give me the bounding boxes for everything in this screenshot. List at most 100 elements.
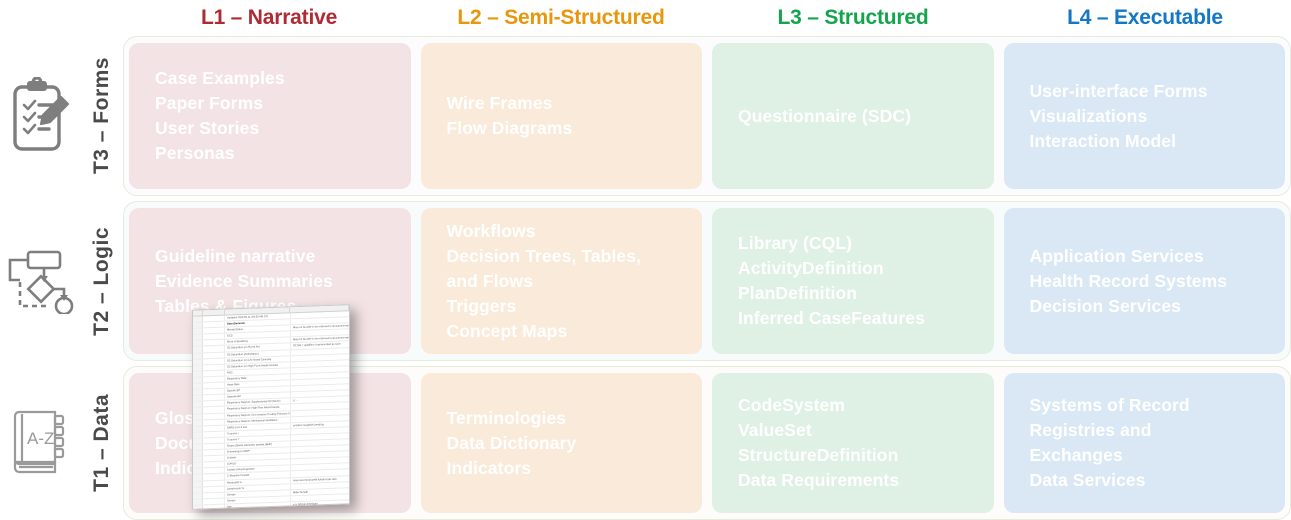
cell-item: Library (CQL) [738, 233, 853, 253]
cell-t1-l2[interactable]: Terminologies Data Dictionary Indicators [420, 373, 702, 513]
spreadsheet-row-number [193, 450, 203, 456]
cell-t3-l4[interactable]: User-interface Forms Visualizations Inte… [1003, 43, 1285, 189]
cell-item: Guideline narrative [155, 245, 316, 266]
spreadsheet-row-number [193, 444, 203, 450]
row-label-t3: T3 – Forms [80, 36, 123, 196]
row-label-t1-text: T1 – Data [89, 394, 113, 492]
spreadsheet-cell [203, 352, 225, 359]
spreadsheet-cell [203, 388, 225, 395]
spreadsheet-row-number [193, 377, 203, 383]
cell-t2-l2[interactable]: Workflows Decision Trees, Tables, and Fl… [420, 208, 702, 354]
cell-item: Visualizations [1029, 105, 1148, 126]
cell-t3-l3[interactable]: Questionnaire (SDC) [712, 43, 994, 189]
cell-item: PlanDefinition [738, 283, 858, 303]
row-label-t2: T2 – Logic [80, 201, 123, 361]
cell-item: Questionnaire (SDC) [738, 105, 912, 126]
spreadsheet-cell [203, 376, 225, 383]
spreadsheet-cell [203, 461, 225, 468]
cell-item: ActivityDefinition [738, 258, 884, 278]
spreadsheet-row-number [193, 505, 203, 510]
spreadsheet-cell [203, 474, 225, 480]
flowchart-icon [0, 201, 80, 361]
spreadsheet-row-number [193, 486, 203, 493]
matrix-row-t1: A-Z T1 – Data Glossary Documents Indicat… [0, 366, 1291, 520]
cell-t1-l4[interactable]: Systems of Record Registries and Exchang… [1003, 373, 1285, 513]
spreadsheet-cell [203, 455, 225, 462]
spreadsheet-row-number [193, 316, 203, 322]
cell-t3-l2[interactable]: Wire Frames Flow Diagrams [420, 43, 702, 189]
cell-item: and Flows [446, 270, 533, 291]
spreadsheet-cell [203, 425, 225, 432]
spreadsheet-cell [203, 400, 225, 407]
row-track-t3: Case Examples Paper Forms User Stories P… [123, 36, 1291, 196]
spreadsheet-row-number [193, 438, 203, 444]
cell-t2-l4[interactable]: Application Services Health Record Syste… [1003, 208, 1285, 354]
spreadsheet-row-number [193, 499, 203, 505]
cell-t3-l1[interactable]: Case Examples Paper Forms User Stories P… [129, 43, 411, 189]
spreadsheet-row-number [193, 395, 203, 402]
az-book-icon: A-Z [0, 366, 80, 520]
cell-item: Evidence Summaries [155, 270, 333, 291]
cell-item: CodeSystem [738, 395, 846, 415]
spreadsheet-cell [203, 449, 225, 456]
spreadsheet-rows: Updated 2020-05-11 (03:30 AM CT)Data Ele… [193, 311, 349, 510]
spreadsheet-cell [203, 339, 225, 346]
spreadsheet-cell [203, 315, 225, 322]
spreadsheet-row-number [193, 426, 203, 432]
row-track-t1: Glossary Documents Indicators Terminolog… [123, 366, 1291, 520]
cell-item: Data Services [1029, 470, 1146, 490]
cell-item: Inferred CaseFeatures [738, 308, 925, 328]
cell-item: Interaction Model [1029, 130, 1177, 151]
cell-item: Case Examples [155, 68, 285, 88]
matrix-row-t3: T3 – Forms Case Examples Paper Forms Use… [0, 36, 1291, 196]
cell-item: Personas [155, 143, 235, 163]
spreadsheet-cell [203, 443, 225, 450]
cell-item: Wire Frames [446, 93, 553, 113]
spreadsheet-row-number [193, 334, 203, 341]
column-header-l4: L4 – Executable [1067, 6, 1223, 29]
row-label-t2-text: T2 – Logic [89, 226, 113, 336]
svg-text:A-Z: A-Z [27, 429, 54, 448]
cell-item: User-interface Forms [1029, 80, 1208, 101]
column-header-l2: L2 – Semi-Structured [457, 6, 665, 29]
cell-item: Workflows [446, 220, 536, 241]
spreadsheet-cell [203, 437, 225, 444]
spreadsheet-cell [203, 419, 225, 426]
cell-t2-l3[interactable]: Library (CQL) ActivityDefinition PlanDef… [712, 208, 994, 354]
spreadsheet-cell [203, 498, 225, 505]
column-header-l1: L1 – Narrative [200, 6, 338, 29]
cell-item: Application Services [1029, 245, 1204, 266]
spreadsheet-cell [203, 480, 225, 486]
cell-item: Health Record Systems [1029, 270, 1228, 291]
spreadsheet-row-number [193, 365, 203, 371]
spreadsheet-row-number [193, 340, 203, 347]
spreadsheet-cell [203, 407, 225, 413]
column-header-l3: L3 – Structured [777, 6, 929, 29]
cell-item: StructureDefinition [738, 445, 899, 465]
cell-t1-l3[interactable]: CodeSystem ValueSet StructureDefinition … [712, 373, 994, 513]
spreadsheet-row-number [193, 407, 203, 414]
spreadsheet-row-number [193, 352, 203, 359]
cell-item: Paper Forms [155, 93, 264, 113]
cell-item: Data Dictionary [446, 432, 577, 453]
spreadsheet-row-number [193, 401, 203, 408]
spreadsheet-cell [203, 382, 225, 389]
cell-item: Concept Maps [446, 320, 568, 341]
spreadsheet-cell [203, 431, 225, 438]
spreadsheet-cell [203, 467, 225, 474]
clipboard-checklist-pencil-icon [0, 36, 80, 196]
spreadsheet-row-number [193, 389, 203, 395]
spreadsheet-cell [203, 327, 225, 334]
spreadsheet-row-number [193, 456, 203, 462]
cell-item: User Stories [155, 118, 260, 138]
spreadsheet-row-number [193, 371, 203, 377]
spreadsheet-screenshot[interactable]: Updated 2020-05-11 (03:30 AM CT)Data Ele… [192, 304, 350, 510]
spreadsheet-cell [203, 333, 225, 340]
spreadsheet-row-number [193, 432, 203, 438]
row-label-t3-text: T3 – Forms [89, 57, 113, 175]
spreadsheet-cell [203, 346, 225, 352]
cell-item: Terminologies [446, 407, 567, 428]
spreadsheet-row-number [193, 359, 203, 365]
spreadsheet-cell [203, 364, 225, 371]
row-label-t1: T1 – Data [80, 366, 123, 520]
